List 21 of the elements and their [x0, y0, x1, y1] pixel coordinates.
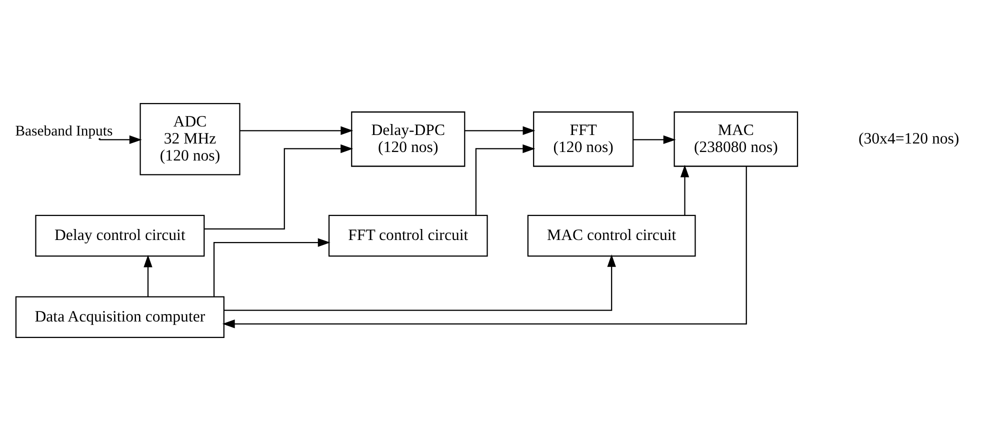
node-box: ADC 32 MHz (120 nos) [140, 102, 240, 175]
node-box: FFT (120 nos) [533, 110, 634, 166]
arrow [680, 164, 690, 215]
label: (30x4=120 nos) [858, 130, 960, 147]
node-box: Delay-DPC (120 nos) [351, 110, 466, 166]
arrow [240, 126, 354, 134]
arrow [475, 144, 536, 215]
node-box: FFT control circuit [328, 214, 488, 256]
node-box: Data Acquisition computer [15, 296, 224, 338]
node-box: Delay control circuit [35, 214, 205, 256]
arrow [144, 254, 152, 296]
arrow [633, 134, 676, 144]
edge-label: Baseband Inputs [15, 123, 113, 140]
arrow [213, 238, 330, 296]
arrow [224, 254, 616, 310]
arrow [204, 144, 354, 230]
arrow [222, 166, 747, 328]
node-box: MAC (238080 nos) [674, 110, 798, 166]
arrow [465, 126, 536, 134]
arrow [100, 134, 142, 144]
node-box: MAC control circuit [527, 214, 696, 256]
